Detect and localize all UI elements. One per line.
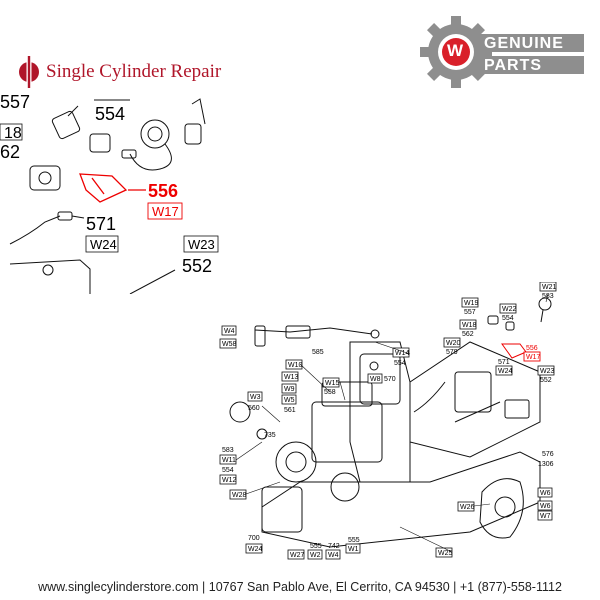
footer-contact: www.singlecylinderstore.com | 10767 San … [38,580,562,594]
zoom-label-18: 18 [4,125,22,142]
label-1306: 1306 [538,461,554,468]
label-735: 735 [264,432,276,439]
label-w6: W6 [540,490,551,497]
label-560: 560 [248,405,260,412]
label-555: 555 [310,543,322,550]
bracket-556-icon [79,173,146,203]
label-w58: W58 [222,341,237,348]
zoom-label-w17: W17 [152,204,179,219]
label-w23b: W23 [540,368,555,375]
label-571b: 571 [498,359,510,366]
label-w24b: W24 [498,368,513,375]
label-556b: 556 [526,345,538,352]
label-w24c: W24 [248,546,263,553]
connector-icon [51,105,111,153]
zoom-label-w24: W24 [90,237,117,252]
label-w2: W2 [310,552,321,559]
label-w4: W4 [224,328,235,335]
label-w5: W5 [284,397,295,404]
bracket-556-small-icon [501,343,527,359]
label-w25: W25 [438,550,453,557]
zoom-label-554: 554 [95,104,125,124]
logo-bar-top [476,34,584,52]
sensor-icon [121,119,172,171]
label-562: 562 [462,331,474,338]
relay-icon [29,165,61,191]
zoom-label-552: 552 [182,256,212,276]
label-w14: W14 [395,350,410,357]
label-561: 561 [284,407,296,414]
label-554c: 554 [222,467,234,474]
label-w7: W7 [540,513,551,520]
label-w28: W28 [232,492,247,499]
label-576: 576 [542,451,554,458]
brand-emblem-icon [19,56,39,88]
label-585: 585 [312,349,324,356]
label-570: 570 [384,376,396,383]
label-w22: W22 [502,306,517,313]
label-583b: 583 [222,447,234,454]
cable-icon [9,211,85,245]
label-w11: W11 [222,457,236,464]
label-w8: W8 [370,376,381,383]
label-w4b: W4 [328,552,339,559]
label-w19: W19 [464,300,479,307]
label-554b: 554 [394,360,406,367]
label-w27: W27 [290,552,305,559]
diagram-labels: W4 W58 585 W14 554 W10 W13 W9 W5 561 W15… [219,282,557,560]
label-w13: W13 [284,374,299,381]
zoom-label-571: 571 [86,214,116,234]
zoom-label-w23: W23 [188,237,215,252]
label-w18: W18 [462,322,477,329]
leader-lines [235,293,549,553]
label-558: 558 [324,389,336,396]
logo-line1: GENUINE [484,35,564,52]
label-557b: 557 [464,309,476,316]
label-583: 583 [542,293,554,300]
label-742: 742 [328,543,340,550]
label-w12: W12 [222,477,237,484]
label-555b: 555 [348,537,360,544]
logo-letter: W [447,41,464,60]
main-diagram: W4 W58 585 W14 554 W10 W13 W9 W5 561 W15… [219,282,557,560]
label-w26: W26 [460,504,475,511]
label-w17b: W17 [526,354,541,361]
zoomed-inset: 557 554 18 62 556 W17 571 W24 W23 552 [0,94,219,294]
zoom-label-62: 62 [0,142,20,162]
label-700: 700 [248,535,260,542]
label-w15: W15 [325,380,340,387]
label-579: 579 [446,349,458,356]
genuine-parts-logo: W GENUINE PARTS [416,12,586,92]
plug-icon [184,98,206,145]
label-w21: W21 [542,284,557,291]
label-w3: W3 [250,394,261,401]
battery-edge-icon [9,259,176,294]
label-552b: 552 [540,377,552,384]
small-parts-icon [487,297,552,331]
hydraulic-pump-icon [479,478,524,539]
label-w1: W1 [348,546,359,553]
harness-icon [254,325,446,413]
logo-line2: PARTS [484,57,543,74]
label-w6b: W6 [540,503,551,510]
label-w20: W20 [446,340,461,347]
zoom-label-556: 556 [148,181,178,201]
brand-header: Single Cylinder Repair [18,52,221,92]
zoom-label-557: 557 [0,94,30,112]
machine-frame-icon [261,341,541,548]
gear-icon [420,16,492,88]
brand-name: Single Cylinder Repair [46,61,222,82]
label-w9: W9 [284,386,295,393]
label-w10: W10 [288,362,303,369]
label-554d: 554 [502,315,514,322]
engine-icon [229,381,383,533]
logo-bar-bottom [476,56,584,74]
